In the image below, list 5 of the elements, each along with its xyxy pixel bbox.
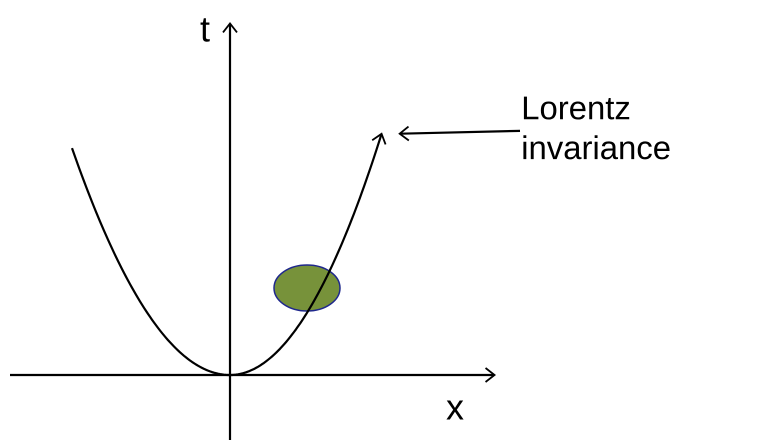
axis-label: x: [446, 400, 464, 420]
axis-label: t: [200, 18, 210, 42]
parabola-curve: [70, 132, 386, 376]
text-label: Lorentz invariance: [523, 96, 670, 160]
leader-arrow: [398, 126, 520, 142]
